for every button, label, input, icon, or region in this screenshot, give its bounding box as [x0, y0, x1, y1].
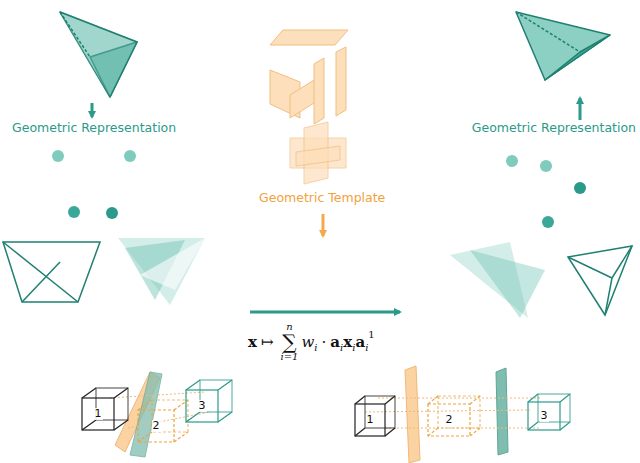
cube-number: 3: [198, 400, 207, 412]
cube-number: 3: [540, 410, 549, 422]
formula-symbol: i: [352, 342, 355, 353]
formula-symbol: i: [365, 342, 368, 353]
formula-symbol: i=1: [281, 352, 299, 362]
formula-symbol: ·: [322, 333, 327, 351]
tetrahedron-outline: [568, 246, 632, 315]
cube-number: 2: [152, 420, 161, 432]
arrow: [579, 98, 582, 120]
formula-symbol: n: [286, 322, 292, 332]
cube-number: 1: [366, 414, 375, 426]
reflection-plane: [496, 368, 508, 455]
points: [52, 150, 136, 219]
reflection-plane: [130, 372, 162, 457]
translucent-planes: [118, 238, 205, 305]
translucent-planes: [450, 242, 545, 318]
cube-node: 2: [428, 404, 470, 436]
points: [506, 155, 586, 228]
caption-label: Geometric Representation: [12, 120, 176, 135]
formula-symbol: w: [301, 333, 314, 351]
cube-node: 3: [186, 390, 218, 422]
cube-number: 2: [445, 414, 454, 426]
cube-node: 3: [528, 402, 560, 430]
formula-symbol: 1: [368, 329, 374, 340]
cube-node: 1: [82, 398, 114, 430]
arrow: [250, 311, 400, 314]
formula-symbol: i: [340, 342, 343, 353]
template-planes: [270, 30, 348, 184]
tetrahedron: [516, 12, 610, 80]
tetrahedron: [60, 12, 137, 97]
tetrahedron-outline: [3, 242, 100, 302]
caption-label: Geometric Representation: [472, 120, 636, 135]
reflection-plane: [405, 366, 420, 463]
formula-symbol: ∑: [282, 332, 296, 352]
arrow: [322, 214, 325, 236]
formula-symbol: a: [355, 333, 365, 351]
formula-symbol: i: [314, 342, 317, 353]
arrow: [91, 103, 94, 117]
formula-symbol: x: [343, 333, 352, 351]
caption-label: Geometric Template: [259, 190, 385, 205]
formula-symbol: x: [248, 333, 257, 351]
cube-number: 1: [94, 408, 103, 420]
cube-node: 1: [355, 404, 385, 436]
formula-symbol: ↦: [261, 333, 274, 351]
formula-symbol: a: [330, 333, 340, 351]
formula: x↦n∑i=1wi·aixiai1: [248, 322, 375, 362]
sum-block: n∑i=1: [281, 322, 299, 362]
cube-node: 2: [138, 410, 174, 442]
